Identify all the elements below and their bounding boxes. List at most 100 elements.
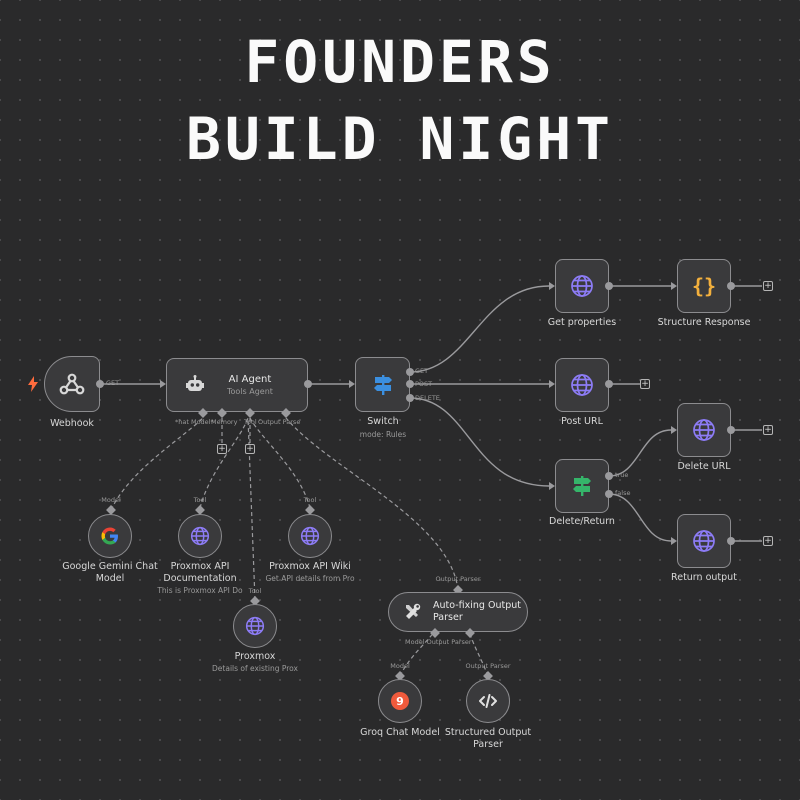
auto-fixing-title: Auto-fixing Output Parser <box>433 600 521 623</box>
globe-icon <box>570 274 594 298</box>
proxmox-port-label: Tool <box>248 587 262 595</box>
page-title-line-2: BUILD NIGHT <box>185 105 615 173</box>
connection-proxmox-tool <box>247 417 256 601</box>
robot-icon <box>185 375 205 395</box>
delete-url-output-port[interactable] <box>727 426 735 434</box>
globe-icon <box>692 529 716 553</box>
delete-url-node[interactable] <box>677 403 731 457</box>
ai-agent-output-port[interactable] <box>304 380 312 388</box>
connection-delete-false <box>608 493 672 542</box>
structure-response-node[interactable]: {} <box>677 259 731 313</box>
add-after-post-url-button[interactable]: + <box>640 379 650 389</box>
arrow-return-in <box>671 537 677 545</box>
add-after-return-output-button[interactable]: + <box>763 536 773 546</box>
connection-switch-delete <box>409 397 550 487</box>
return-output-node[interactable] <box>677 514 731 568</box>
proxmox-api-wiki-label: Proxmox API Wiki <box>269 561 351 572</box>
groq-chat-model-node[interactable]: 9 <box>378 679 422 723</box>
braces-icon: {} <box>691 274 717 298</box>
proxmox-node[interactable] <box>233 604 277 648</box>
webhook-port-label: GET <box>106 379 120 387</box>
arrow-structure-in <box>671 282 677 290</box>
gemini-chat-model-node[interactable] <box>88 514 132 558</box>
structured-output-parser-node[interactable] <box>466 679 510 723</box>
ai-agent-node[interactable]: AI Agent Tools Agent <box>166 358 308 412</box>
add-tool-button[interactable]: + <box>245 444 255 454</box>
globe-icon <box>190 526 210 546</box>
connection-delete-true <box>608 429 672 477</box>
add-after-delete-url-button[interactable]: + <box>763 425 773 435</box>
add-after-structure-response-button[interactable]: + <box>763 281 773 291</box>
post-url-output-port[interactable] <box>605 380 613 388</box>
ai-agent-port-label-model: *hat Model* <box>175 418 214 426</box>
proxmox-api-documentation-subtitle: This is Proxmox API Do <box>157 586 243 595</box>
proxmox-label: Proxmox <box>234 651 276 662</box>
switch-output-post-port[interactable] <box>406 380 414 388</box>
proxmox-subtitle: Details of existing Prox <box>212 664 298 673</box>
proxmox-api-doc-port-label: Tool <box>193 496 207 504</box>
gemini-port-label: Model <box>101 496 121 504</box>
webhook-label: Webhook <box>50 418 94 429</box>
connection-api-doc-tool <box>199 417 249 509</box>
get-properties-node[interactable] <box>555 259 609 313</box>
groq-chat-model-label: Groq Chat Model <box>360 727 440 738</box>
signpost-icon <box>371 373 395 397</box>
structured-output-parser-label: Structured Output Parser <box>444 727 532 750</box>
proxmox-api-wiki-node[interactable] <box>288 514 332 558</box>
delete-return-false-port[interactable] <box>605 490 613 498</box>
arrow-post-in <box>549 380 555 388</box>
return-output-label: Return output <box>671 572 737 583</box>
ai-agent-title: AI Agent <box>228 374 272 385</box>
webhook-output-port[interactable] <box>96 380 104 388</box>
globe-icon <box>570 373 594 397</box>
switch-label: Switch <box>367 416 399 427</box>
get-properties-output-port[interactable] <box>605 282 613 290</box>
structure-response-output-port[interactable] <box>727 282 735 290</box>
return-output-output-port[interactable] <box>727 537 735 545</box>
connection-switch-get <box>409 285 550 373</box>
connection-structured-parser <box>469 629 489 677</box>
delete-return-node[interactable] <box>555 459 609 513</box>
switch-output-get-port[interactable] <box>406 368 414 376</box>
webhook-icon <box>59 372 85 396</box>
groq-port-label: Model <box>390 662 410 670</box>
post-url-label: Post URL <box>561 416 603 427</box>
switch-output-label-post: POST <box>415 380 433 388</box>
page-title-line-1: FOUNDERS <box>244 28 556 96</box>
ai-agent-port-label-memory: Memory <box>211 418 238 426</box>
lightning-icon <box>27 376 39 396</box>
google-g-icon <box>101 527 119 545</box>
webhook-node[interactable] <box>44 356 100 412</box>
switch-node[interactable] <box>355 357 410 412</box>
delete-return-false-label: false <box>615 489 631 497</box>
auto-fixing-output-parser-node[interactable]: Auto-fixing Output Parser <box>388 592 528 632</box>
proxmox-api-wiki-port-label: Tool <box>303 496 317 504</box>
proxmox-api-documentation-node[interactable] <box>178 514 222 558</box>
code-icon <box>479 694 497 708</box>
groq-icon: 9 <box>391 692 409 710</box>
post-url-node[interactable] <box>555 358 609 412</box>
delete-return-label: Delete/Return <box>549 516 615 527</box>
arrow-deleteurl-in <box>671 426 677 434</box>
add-memory-button[interactable]: + <box>217 444 227 454</box>
switch-output-delete-port[interactable] <box>406 394 414 402</box>
switch-output-label-delete: DELETE <box>415 394 440 402</box>
connection-auto-fixing-parser <box>285 417 459 591</box>
connection-gemini-model <box>110 417 204 511</box>
proxmox-api-documentation-label: Proxmox API Documentation <box>163 561 237 584</box>
get-properties-label: Get properties <box>547 317 617 328</box>
arrow-switch-in <box>349 380 355 388</box>
gemini-chat-model-label: Google Gemini Chat Model <box>62 561 158 584</box>
arrow-get-in <box>549 282 555 290</box>
globe-icon <box>300 526 320 546</box>
delete-return-true-port[interactable] <box>605 472 613 480</box>
ai-agent-port-label-tool: Tool <box>244 418 257 426</box>
globe-icon <box>245 616 265 636</box>
auto-fixing-port-label: Output Parser <box>435 575 481 583</box>
ai-agent-port-label-parser: Output Parse <box>258 418 301 426</box>
connection-api-wiki-tool <box>249 417 311 509</box>
structured-output-port-label: Output Parser <box>465 662 511 670</box>
arrow-delete-in <box>549 482 555 490</box>
